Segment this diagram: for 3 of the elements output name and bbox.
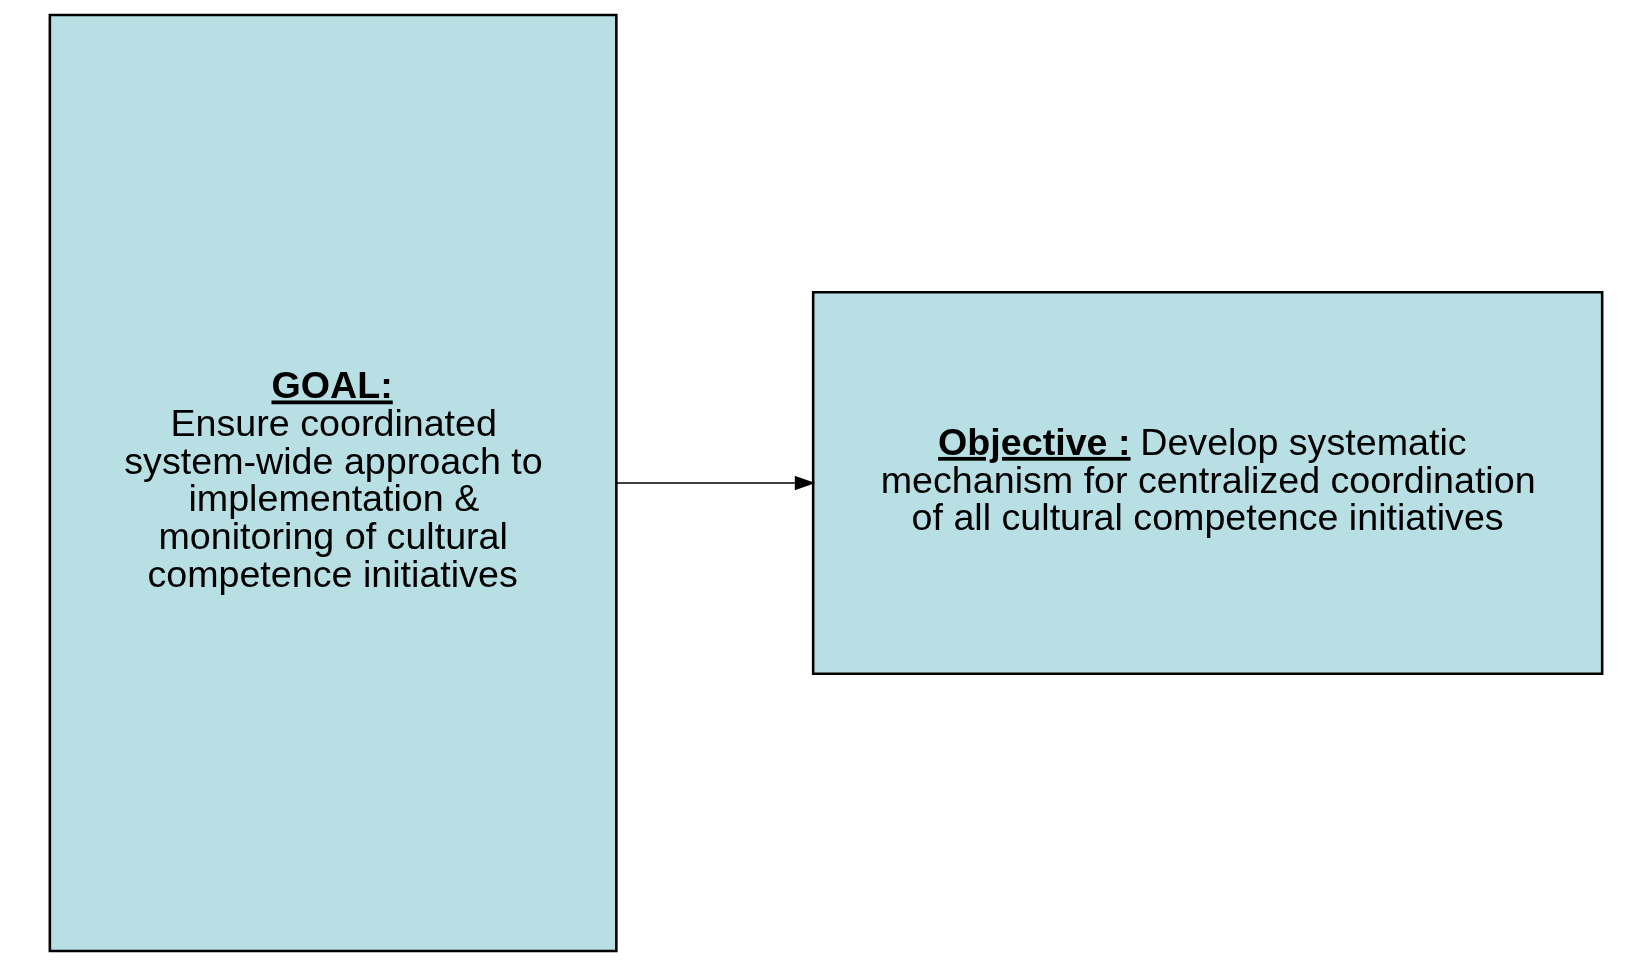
arrow [615,475,816,491]
node-box: Objective : Develop systematic mechanism for centralized coordination of all cultural competence initiatives [811,290,1604,676]
node-box: GOAL: Ensure coordinated system-wide approach to implementation & monitoring of cultural competence initiatives [48,13,618,953]
